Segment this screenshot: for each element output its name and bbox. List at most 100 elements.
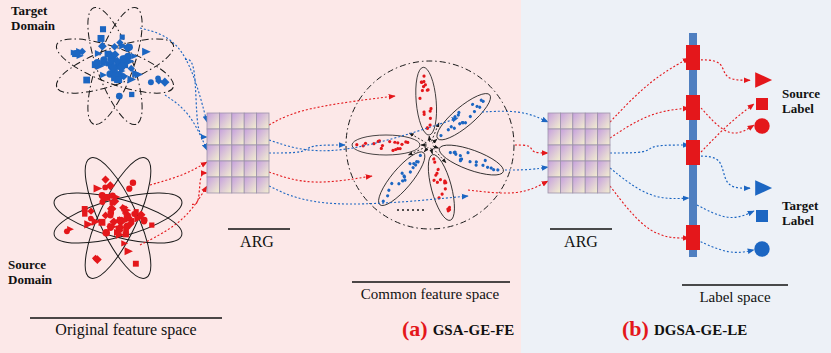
data-point (393, 141, 396, 144)
data-point (114, 76, 122, 83)
data-point (397, 181, 402, 186)
flow-line (610, 186, 689, 238)
data-point (408, 170, 413, 175)
data-point (381, 144, 384, 147)
matrix-cell (232, 177, 244, 193)
matrix-cell (573, 177, 585, 193)
data-point (754, 241, 769, 256)
data-point (107, 212, 113, 218)
matrix-cell (573, 145, 585, 161)
matrix-cell (585, 113, 597, 129)
matrix-cell (219, 177, 231, 193)
flow-arrow (192, 173, 207, 204)
data-point (406, 141, 409, 144)
data-point (422, 74, 425, 77)
data-point (429, 107, 432, 110)
data-point (82, 206, 88, 212)
data-point (155, 77, 162, 84)
label-space-bar: Label space (689, 33, 697, 257)
petal-outline (436, 139, 507, 181)
center-arrow (409, 133, 426, 143)
data-point (400, 171, 405, 176)
data-point (116, 93, 123, 100)
flow-line (269, 186, 468, 204)
data-point (460, 120, 465, 125)
matrix-caption: ARG (564, 233, 598, 251)
data-point (434, 173, 438, 177)
panel-letter: (b) (622, 316, 649, 341)
data-point (472, 109, 477, 114)
data-point (486, 165, 490, 169)
data-point (457, 110, 462, 115)
matrix-cell (219, 145, 231, 161)
matrix-cell (560, 129, 572, 145)
center-arrow (431, 123, 438, 142)
arg-matrix: ARG (548, 113, 610, 193)
matrix-cell (207, 113, 219, 129)
center-arrow (431, 123, 438, 142)
data-point (477, 105, 482, 110)
matrix-cell (573, 113, 585, 129)
matrix-cell (560, 113, 572, 129)
cluster-outline (51, 28, 180, 104)
matrix-cell (244, 129, 256, 145)
data-point (98, 42, 107, 51)
flow-line (610, 168, 689, 199)
data-point (121, 240, 128, 246)
data-point (400, 143, 403, 146)
data-point (755, 180, 772, 196)
data-point (127, 220, 135, 228)
petal-outline (431, 87, 496, 146)
matrix-cell (560, 161, 572, 177)
source-label-group: Source Label (750, 68, 828, 140)
center-arrow (433, 148, 446, 163)
data-point (121, 206, 126, 211)
data-point (126, 186, 132, 192)
data-point (129, 92, 134, 97)
matrix-cell (219, 129, 231, 145)
data-point (99, 219, 106, 226)
node-shape (207, 113, 269, 193)
matrix-cell (560, 177, 572, 193)
data-point (474, 160, 478, 164)
matrix-cell (232, 129, 244, 145)
caption-rule (352, 281, 510, 282)
cluster-outline (49, 183, 186, 254)
matrix-cell (598, 177, 610, 193)
data-point (390, 181, 395, 186)
caption-rule (682, 284, 788, 285)
caption-text: Original feature space (55, 321, 196, 339)
space-caption: Common feature space (361, 286, 499, 303)
data-point (87, 207, 94, 214)
arg-matrix: ARG (207, 113, 269, 193)
data-point (446, 128, 451, 133)
data-point (100, 26, 106, 32)
data-point (429, 117, 432, 120)
matrix-cell (560, 145, 572, 161)
matrix-cell (548, 129, 560, 145)
data-point (364, 142, 367, 145)
target-domain-cluster: Target Domain (5, 0, 185, 132)
feature-petal (429, 137, 506, 181)
data-point (474, 163, 478, 167)
caption-rule (228, 228, 290, 229)
data-point (385, 194, 390, 199)
matrix-cell (232, 145, 244, 161)
matrix-cell (219, 161, 231, 177)
data-point (100, 60, 105, 65)
data-point (458, 154, 462, 158)
caption-rule (30, 317, 222, 318)
domain-cluster (49, 150, 186, 286)
data-point (418, 153, 423, 158)
data-point (440, 192, 444, 196)
flow-line (697, 205, 754, 218)
data-point (483, 158, 487, 162)
data-point (443, 181, 447, 185)
data-point (83, 77, 90, 84)
data-point (106, 181, 115, 190)
data-point (408, 161, 413, 166)
matrix-cell (207, 145, 219, 161)
data-point (468, 160, 472, 164)
data-point (355, 143, 358, 146)
source-label-segment (686, 225, 700, 250)
